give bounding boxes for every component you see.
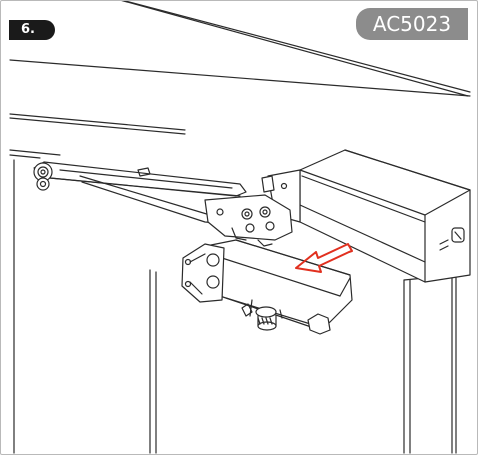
- step-number-badge: 6.: [9, 20, 55, 40]
- mounting-bracket: [204, 175, 293, 247]
- rail-housing: [267, 149, 471, 283]
- rail-detail-lines: [439, 239, 449, 251]
- removal-direction-arrow: [295, 243, 353, 273]
- product-code-badge: AC5023: [356, 8, 468, 40]
- door-closer-body: [181, 239, 353, 335]
- frame-head: [9, 0, 471, 159]
- door-frame: [13, 159, 457, 454]
- closer-arm: [33, 161, 276, 227]
